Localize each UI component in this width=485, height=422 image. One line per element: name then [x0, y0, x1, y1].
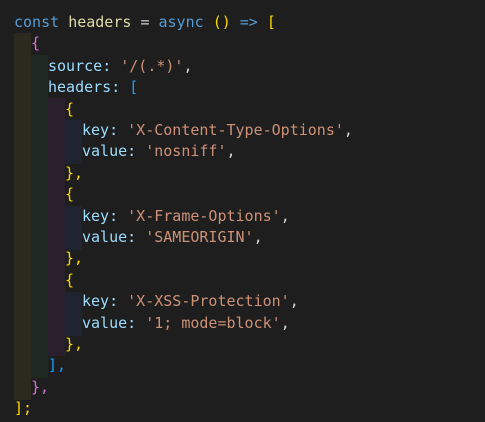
- colon: :: [102, 56, 112, 75]
- close-bracket: ],: [48, 356, 67, 375]
- indent-guide-level2: [31, 55, 48, 378]
- keyword-async: async: [158, 13, 204, 31]
- code-line-16: },: [65, 334, 83, 355]
- key-value: 'X-Frame-Options': [127, 206, 281, 225]
- property-value: value: [82, 228, 128, 246]
- code-line-4: headers: [: [48, 77, 138, 98]
- code-line-6: key: 'X-Content-Type-Options',: [82, 121, 353, 139]
- indent-guide-level4c: [65, 292, 82, 336]
- property-value: value: [82, 313, 128, 332]
- code-line-11: value: 'SAMEORIGIN',: [82, 228, 263, 246]
- code-line-3: source: '/(.*)',: [48, 56, 193, 77]
- code-line-14: key: 'X-XSS-Protection',: [82, 292, 299, 311]
- property-key: key: [82, 292, 110, 311]
- indent-guide-level3: [48, 98, 65, 356]
- value-value: '1; mode=block': [145, 313, 281, 332]
- keyword-const: const: [14, 13, 60, 31]
- value-value: 'nosniff': [145, 142, 227, 161]
- code-line-9: {: [65, 184, 74, 205]
- operator-equals: =: [140, 13, 150, 31]
- property-key: key: [82, 121, 110, 139]
- code-line-13: {: [65, 270, 74, 291]
- parens: (): [212, 13, 231, 31]
- open-brace: {: [31, 34, 41, 53]
- indent-guide-level4a: [65, 120, 82, 164]
- open-bracket: [: [266, 13, 276, 31]
- code-line-7: value: 'nosniff',: [82, 142, 236, 161]
- close-brace: },: [65, 335, 84, 353]
- close-brace: },: [65, 249, 84, 268]
- code-line-19: ];: [14, 398, 32, 419]
- code-line-18: },: [31, 377, 49, 398]
- property-value: value: [82, 142, 128, 161]
- colon: :: [111, 78, 121, 97]
- code-line-5: {: [65, 99, 74, 120]
- code-line-1: const headers = async () => [: [14, 12, 276, 33]
- key-value: 'X-Content-Type-Options': [127, 121, 344, 139]
- key-value: 'X-XSS-Protection': [127, 292, 290, 311]
- indent-guide-level4b: [65, 206, 82, 250]
- close-bracket: ];: [14, 399, 33, 418]
- value-value: 'SAMEORIGIN': [145, 228, 254, 246]
- open-brace: {: [65, 99, 75, 118]
- code-line-12: },: [65, 248, 83, 269]
- code-line-17: ],: [48, 355, 66, 376]
- property-key: key: [82, 206, 110, 225]
- indent-guide-level1: [14, 33, 31, 400]
- code-line-2: {: [31, 33, 40, 54]
- open-brace: {: [65, 270, 75, 289]
- comma: ,: [183, 56, 193, 75]
- property-source: source: [48, 56, 103, 75]
- code-line-10: key: 'X-Frame-Options',: [82, 206, 290, 225]
- open-bracket: [: [129, 78, 139, 97]
- arrow-operator: =>: [239, 13, 258, 31]
- source-value: '/(.*)': [120, 56, 184, 75]
- close-brace: },: [65, 163, 84, 182]
- close-brace: },: [31, 377, 50, 396]
- code-line-8: },: [65, 163, 83, 184]
- open-brace: {: [65, 185, 75, 204]
- code-line-15: value: '1; mode=block',: [82, 313, 290, 332]
- property-headers: headers: [48, 78, 112, 97]
- identifier-headers: headers: [68, 13, 132, 31]
